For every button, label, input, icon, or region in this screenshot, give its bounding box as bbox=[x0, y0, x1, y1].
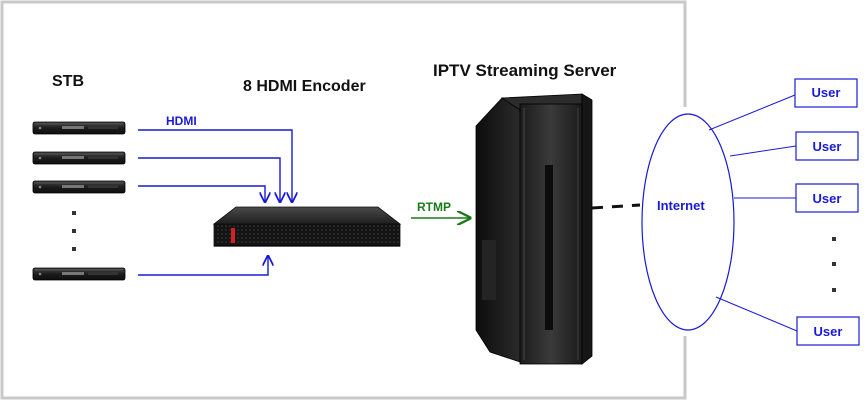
internet-label: Internet bbox=[657, 198, 705, 213]
hdmi-arrow-1 bbox=[138, 129, 292, 202]
stb-ellipsis bbox=[72, 211, 76, 251]
stb-device-3 bbox=[32, 180, 126, 194]
user-box-4: User bbox=[796, 316, 860, 346]
hdmi-label: HDMI bbox=[166, 114, 197, 128]
user-label-3: User bbox=[813, 191, 842, 206]
stb-device-1 bbox=[32, 121, 126, 135]
user-box-3: User bbox=[795, 183, 859, 213]
user-label-2: User bbox=[813, 139, 842, 154]
hdmi-arrow-4 bbox=[138, 256, 268, 276]
user-label-1: User bbox=[812, 85, 841, 100]
user-connections bbox=[708, 94, 798, 332]
stb-heading: STB bbox=[52, 73, 84, 90]
internet-ellipse bbox=[641, 113, 735, 331]
hdmi-arrow-3 bbox=[138, 185, 265, 202]
hdmi-encoder-device bbox=[212, 206, 402, 247]
rtmp-label: RTMP bbox=[417, 200, 451, 214]
user-box-1: User bbox=[794, 78, 858, 108]
hdmi-connections bbox=[138, 129, 292, 276]
server-internet-link bbox=[591, 203, 641, 210]
stb-device-4 bbox=[32, 267, 126, 281]
hdmi-arrow-2 bbox=[138, 157, 280, 202]
frame-border bbox=[0, 0, 687, 400]
encoder-heading: 8 HDMI Encoder bbox=[243, 78, 366, 95]
iptv-server-rack bbox=[475, 93, 593, 365]
server-heading: IPTV Streaming Server bbox=[433, 61, 617, 80]
user-box-2: User bbox=[795, 131, 859, 161]
user-label-4: User bbox=[814, 324, 843, 339]
user-ellipsis bbox=[832, 237, 836, 292]
stb-device-2 bbox=[32, 151, 126, 165]
